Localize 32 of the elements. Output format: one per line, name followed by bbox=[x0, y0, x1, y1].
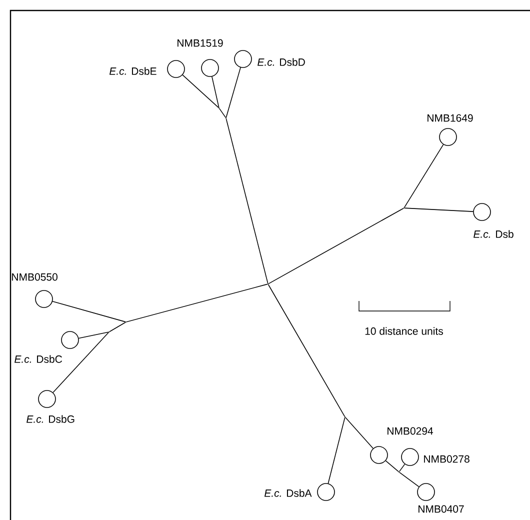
leaf-label: NMB0294 bbox=[388, 427, 434, 435]
branch-line bbox=[404, 208, 474, 212]
branch-line bbox=[385, 460, 399, 472]
leaf-label: NMB0407 bbox=[418, 505, 464, 513]
branch-line bbox=[52, 332, 109, 393]
branch-line bbox=[109, 322, 126, 332]
branch-line bbox=[212, 76, 220, 108]
branch-line bbox=[268, 208, 404, 284]
branch-line bbox=[399, 464, 406, 472]
branch-line bbox=[226, 67, 241, 118]
leaf-label: E.c. DsbD bbox=[258, 58, 305, 66]
branch-line bbox=[219, 108, 226, 118]
leaf-label: E.c. DsbG bbox=[26, 415, 74, 423]
branch-line bbox=[52, 301, 126, 322]
branch-line bbox=[328, 417, 346, 484]
leaf-label: NMB0550 bbox=[12, 273, 58, 281]
leaf-label: NMB0278 bbox=[424, 455, 470, 463]
leaf-label: NMB1519 bbox=[178, 39, 223, 47]
branch-line bbox=[404, 144, 444, 208]
leaf-label: E.c. Dsb bbox=[474, 230, 514, 238]
branch-line bbox=[182, 74, 219, 108]
branch-line bbox=[226, 118, 268, 284]
leaf-label: E.c. DsbA bbox=[264, 489, 312, 497]
leaf-label: NMB1649 bbox=[428, 114, 473, 122]
leaf-label: E.c. DsbE bbox=[109, 67, 156, 75]
branch-line bbox=[399, 472, 420, 488]
leaf-label: E.c. DsbC bbox=[14, 355, 62, 363]
branch-line bbox=[78, 332, 109, 339]
branch-line bbox=[126, 284, 268, 322]
branch-line bbox=[345, 417, 374, 449]
branch-line bbox=[268, 284, 346, 417]
scale-label: 10 distance units bbox=[365, 327, 443, 335]
